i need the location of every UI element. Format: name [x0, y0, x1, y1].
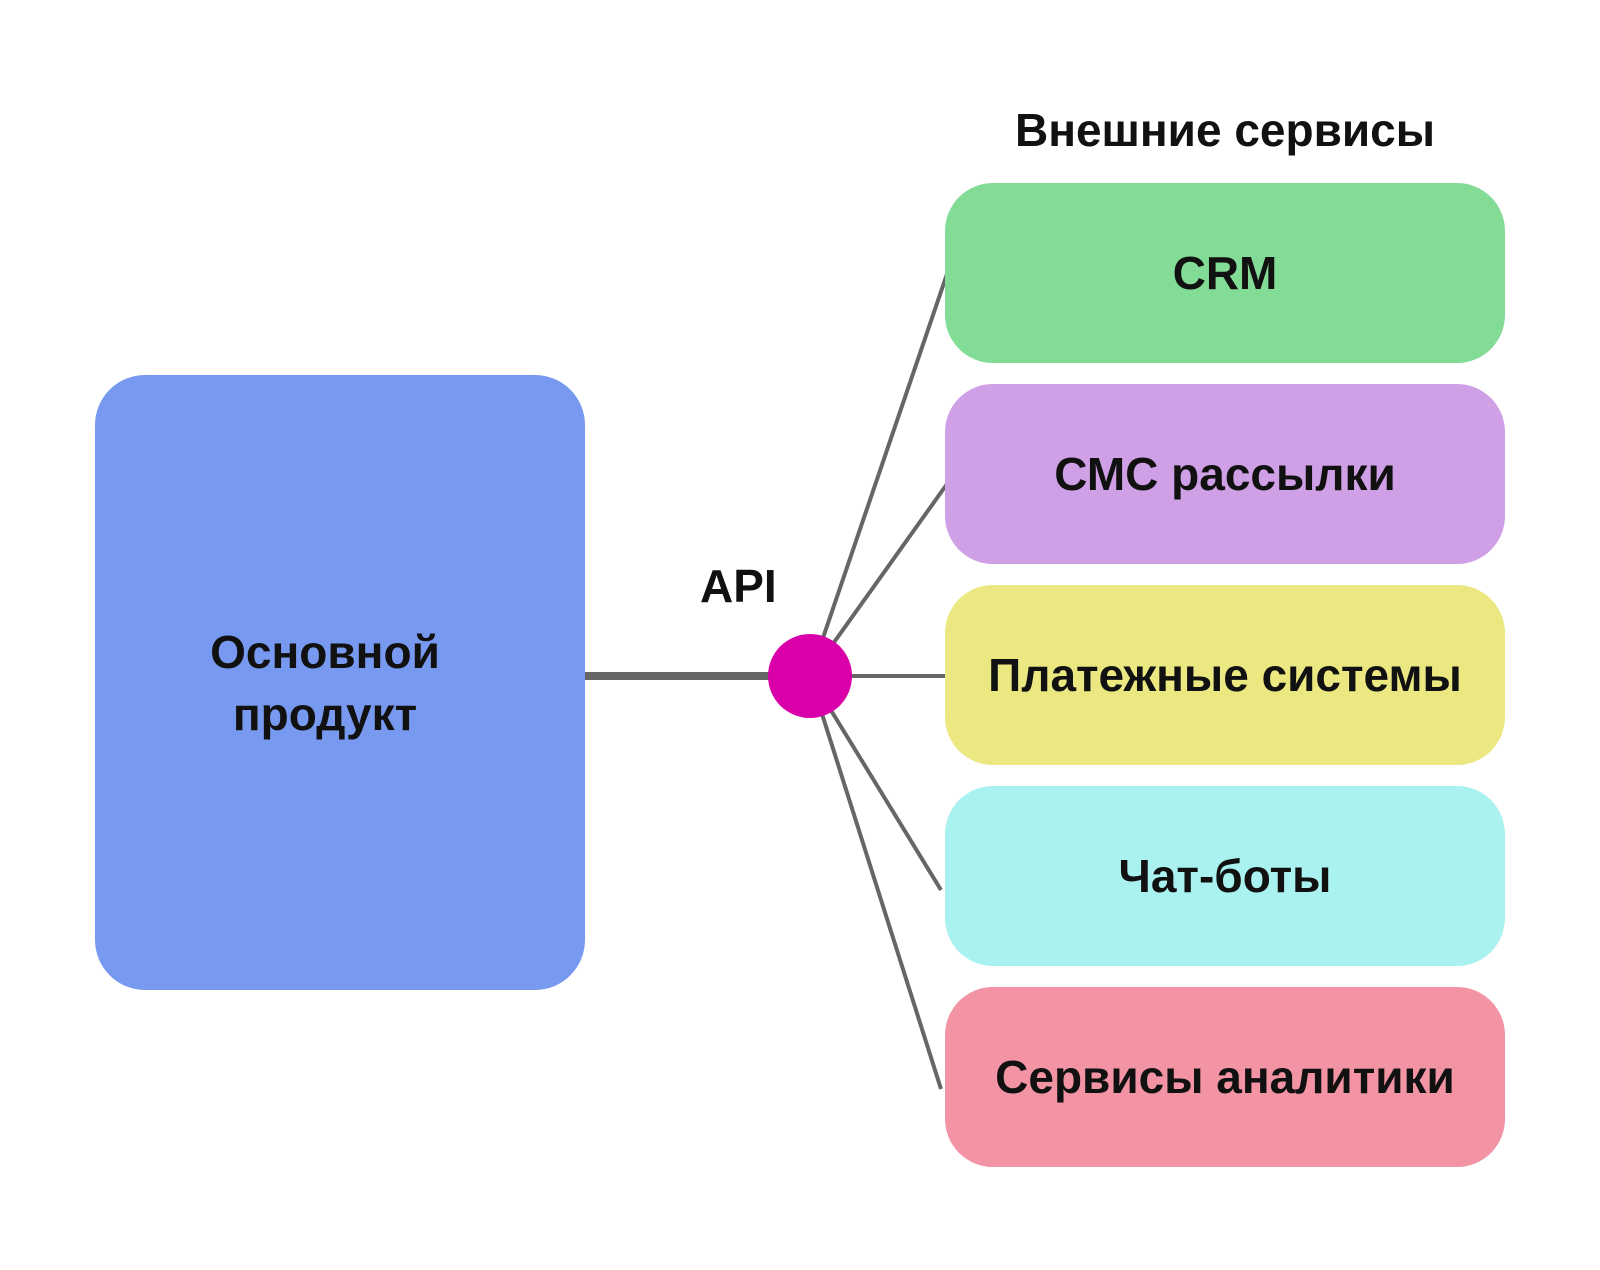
service-label-analytics: Сервисы аналитики	[995, 1051, 1455, 1103]
api-label: API	[700, 560, 777, 612]
main-product-box: Основной продукт	[95, 375, 585, 990]
service-label-chatbots: Чат-боты	[1118, 850, 1332, 902]
service-label-crm: CRM	[1172, 247, 1278, 299]
external-services-title: Внешние сервисы	[1014, 104, 1436, 156]
service-box-crm: CRM	[945, 183, 1505, 363]
service-box-chatbots: Чат-боты	[945, 786, 1505, 966]
hub-to-crm-line	[808, 273, 949, 677]
service-box-payment: Платежные системы	[945, 585, 1505, 765]
service-label-payment: Платежные системы	[988, 649, 1462, 701]
main-product-label: Основной продукт	[210, 625, 440, 740]
service-label-sms: СМС рассылки	[1054, 448, 1396, 500]
api-hub-node	[768, 634, 852, 718]
service-box-sms: СМС рассылки	[945, 384, 1505, 564]
service-box-analytics: Сервисы аналитики	[945, 987, 1505, 1167]
hub-to-analytics-line	[808, 675, 943, 1090]
